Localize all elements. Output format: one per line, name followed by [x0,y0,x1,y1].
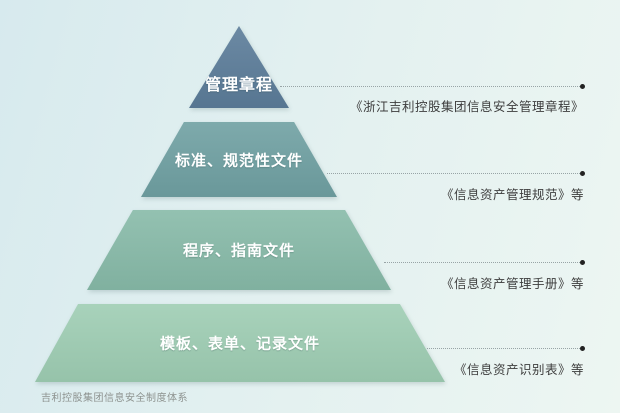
annotation-text-3: 《信息资产管理手册》等 [440,277,584,291]
connector-dot-1 [580,84,585,89]
connector-dot-3 [580,260,585,265]
diagram-caption: 吉利控股集团信息安全制度体系 [41,393,188,404]
pyramid-level-1-wrap: 管理章程 [189,26,289,108]
connector-dot-4 [580,346,585,351]
pyramid-level-3-label: 程序、指南文件 [182,242,295,260]
pyramid-level-2-wrap: 标准、规范性文件 [141,122,337,197]
pyramid-level-1-label: 管理章程 [204,77,273,94]
connector-dot-2 [580,171,585,176]
pyramid-level-1: 管理章程 [189,26,289,108]
pyramid-level-4-wrap: 模板、表单、记录文件 [35,304,445,382]
pyramid-level-4-label: 模板、表单、记录文件 [159,335,320,353]
annotation-text-1: 《浙江吉利控股集团信息安全管理章程》 [349,100,584,114]
pyramid-level-4: 模板、表单、记录文件 [35,304,445,382]
pyramid-level-3: 程序、指南文件 [87,210,391,290]
connector-line-1 [280,86,584,87]
connector-line-3 [384,262,584,263]
pyramid-level-2: 标准、规范性文件 [141,122,337,197]
annotation-text-4: 《信息资产识别表》等 [453,363,584,377]
connector-line-2 [327,173,584,174]
connector-line-4 [427,348,584,349]
pyramid-level-2-label: 标准、规范性文件 [174,152,303,169]
annotation-text-2: 《信息资产管理规范》等 [440,188,584,202]
pyramid-level-3-wrap: 程序、指南文件 [87,210,391,290]
